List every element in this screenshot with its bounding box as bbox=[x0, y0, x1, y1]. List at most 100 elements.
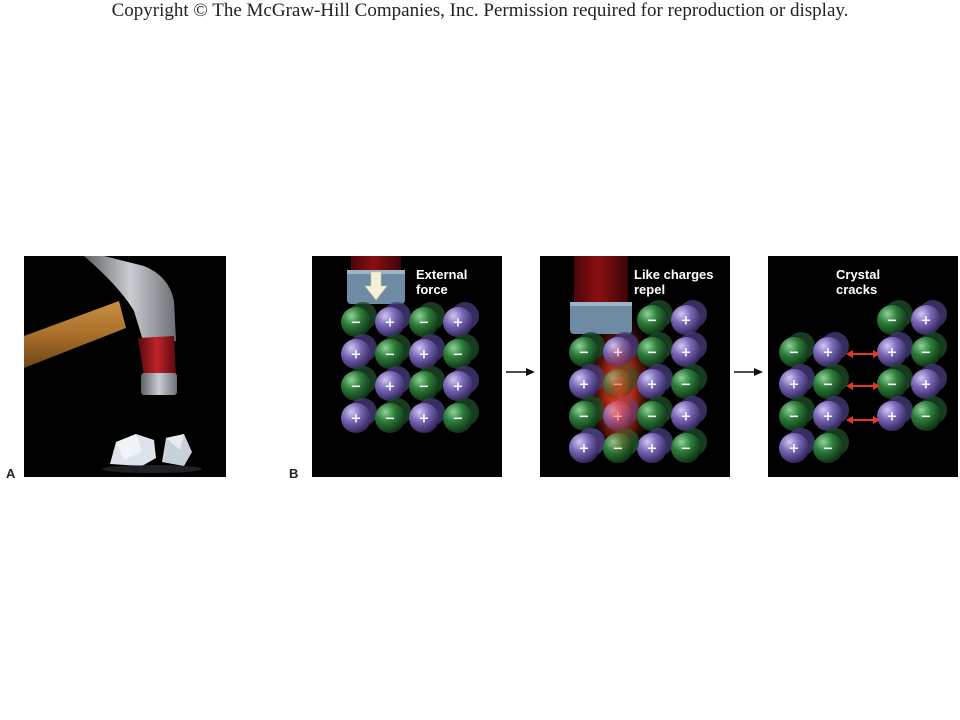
svg-text:−: − bbox=[823, 442, 834, 457]
anion-ion: − bbox=[569, 396, 605, 431]
cation-ion: + bbox=[341, 398, 377, 433]
caption-external-force: External force bbox=[416, 267, 467, 297]
svg-text:+: + bbox=[351, 412, 362, 427]
cation-ion: + bbox=[409, 334, 445, 369]
svg-text:+: + bbox=[351, 348, 362, 363]
cation-ion: + bbox=[637, 364, 673, 399]
repel-arrow-icon bbox=[846, 350, 880, 358]
cation-ion: + bbox=[341, 334, 377, 369]
anion-ion: − bbox=[375, 398, 411, 433]
caption-line-1: External bbox=[416, 267, 468, 282]
svg-text:+: + bbox=[453, 380, 464, 395]
cation-ion: + bbox=[813, 396, 849, 431]
svg-text:−: − bbox=[789, 346, 800, 361]
hammer-illustration bbox=[24, 256, 202, 473]
anion-ion: − bbox=[877, 364, 913, 399]
anion-ion: − bbox=[375, 334, 411, 369]
svg-text:+: + bbox=[681, 314, 692, 329]
svg-text:−: − bbox=[681, 442, 692, 457]
cation-ion: + bbox=[375, 302, 411, 337]
cation-ion: + bbox=[671, 300, 707, 335]
anion-ion: − bbox=[443, 334, 479, 369]
cation-ion: + bbox=[813, 332, 849, 367]
svg-text:+: + bbox=[921, 314, 932, 329]
lattice-intact: −+−++−+−−+−++−+− bbox=[341, 256, 479, 433]
anion-ion: − bbox=[637, 396, 673, 431]
cation-ion: + bbox=[779, 364, 815, 399]
anion-ion: − bbox=[671, 364, 707, 399]
cation-ion: + bbox=[779, 428, 815, 463]
anion-ion: − bbox=[877, 300, 913, 335]
svg-text:+: + bbox=[647, 442, 658, 457]
svg-text:+: + bbox=[789, 442, 800, 457]
cation-ion: + bbox=[911, 300, 947, 335]
svg-text:−: − bbox=[351, 380, 362, 395]
figure-label-a: A bbox=[6, 466, 16, 481]
caption-line-2: cracks bbox=[836, 282, 878, 297]
anion-ion: − bbox=[779, 332, 815, 367]
cation-ion: + bbox=[443, 302, 479, 337]
lattice-shifted: −+−+−++−+−−+−++−+−+− bbox=[569, 256, 707, 463]
anion-ion: − bbox=[409, 366, 445, 401]
cation-ion: + bbox=[569, 364, 605, 399]
anion-ion: − bbox=[341, 366, 377, 401]
anion-ion: − bbox=[637, 332, 673, 367]
cation-ion: + bbox=[877, 332, 913, 367]
svg-text:+: + bbox=[681, 346, 692, 361]
hammer-face bbox=[141, 373, 177, 395]
hammer-head bbox=[347, 256, 405, 304]
svg-text:+: + bbox=[823, 346, 834, 361]
svg-text:+: + bbox=[921, 378, 932, 393]
svg-text:−: − bbox=[419, 316, 430, 331]
salt-crystal-right bbox=[162, 434, 192, 466]
anion-ion: − bbox=[911, 332, 947, 367]
anion-ion: − bbox=[341, 302, 377, 337]
svg-text:−: − bbox=[921, 410, 932, 425]
svg-text:+: + bbox=[385, 316, 396, 331]
svg-text:+: + bbox=[453, 316, 464, 331]
force-arrow-icon bbox=[364, 271, 388, 301]
svg-text:+: + bbox=[789, 378, 800, 393]
figure-label-b: B bbox=[289, 466, 299, 481]
repel-arrow-icon bbox=[846, 382, 880, 390]
anion-ion: − bbox=[813, 428, 849, 463]
svg-text:−: − bbox=[823, 378, 834, 393]
arrow-next-1 bbox=[506, 368, 535, 376]
repel-arrow-icon bbox=[846, 416, 880, 424]
svg-text:−: − bbox=[681, 378, 692, 393]
svg-text:+: + bbox=[823, 410, 834, 425]
svg-text:+: + bbox=[419, 412, 430, 427]
svg-text:−: − bbox=[453, 348, 464, 363]
hammer-handle bbox=[24, 301, 126, 368]
caption-line-1: Like charges bbox=[634, 267, 714, 282]
anion-ion: − bbox=[813, 364, 849, 399]
svg-text:−: − bbox=[351, 316, 362, 331]
panel-like-charges-repel: −+−+−++−+−−+−++−+−+− Like charges repel bbox=[540, 256, 730, 477]
cation-ion: + bbox=[911, 364, 947, 399]
svg-text:−: − bbox=[647, 410, 658, 425]
svg-text:−: − bbox=[453, 412, 464, 427]
hammer-photo bbox=[24, 256, 226, 477]
caption-line-1: Crystal bbox=[836, 267, 881, 282]
svg-text:+: + bbox=[887, 410, 898, 425]
anion-ion: − bbox=[637, 300, 673, 335]
hammer-head bbox=[570, 256, 632, 334]
cation-ion: + bbox=[569, 428, 605, 463]
lattice-cracked: −++−−++−−++−−++− bbox=[779, 300, 947, 463]
svg-text:+: + bbox=[419, 348, 430, 363]
svg-text:−: − bbox=[419, 380, 430, 395]
svg-text:−: − bbox=[887, 378, 898, 393]
panel-external-force: −+−++−+−−+−++−+− External force bbox=[312, 256, 502, 477]
hammer-neck bbox=[138, 336, 176, 376]
svg-text:−: − bbox=[385, 348, 396, 363]
caption-crystal-cracks: Crystal cracks bbox=[836, 267, 880, 297]
svg-text:+: + bbox=[385, 380, 396, 395]
svg-text:+: + bbox=[681, 410, 692, 425]
cation-ion: + bbox=[671, 396, 707, 431]
caption-like-charges-repel: Like charges repel bbox=[634, 267, 714, 297]
hammer-claw bbox=[84, 256, 176, 344]
anion-ion: − bbox=[671, 428, 707, 463]
svg-text:−: − bbox=[789, 410, 800, 425]
cation-ion: + bbox=[877, 396, 913, 431]
svg-text:+: + bbox=[579, 378, 590, 393]
